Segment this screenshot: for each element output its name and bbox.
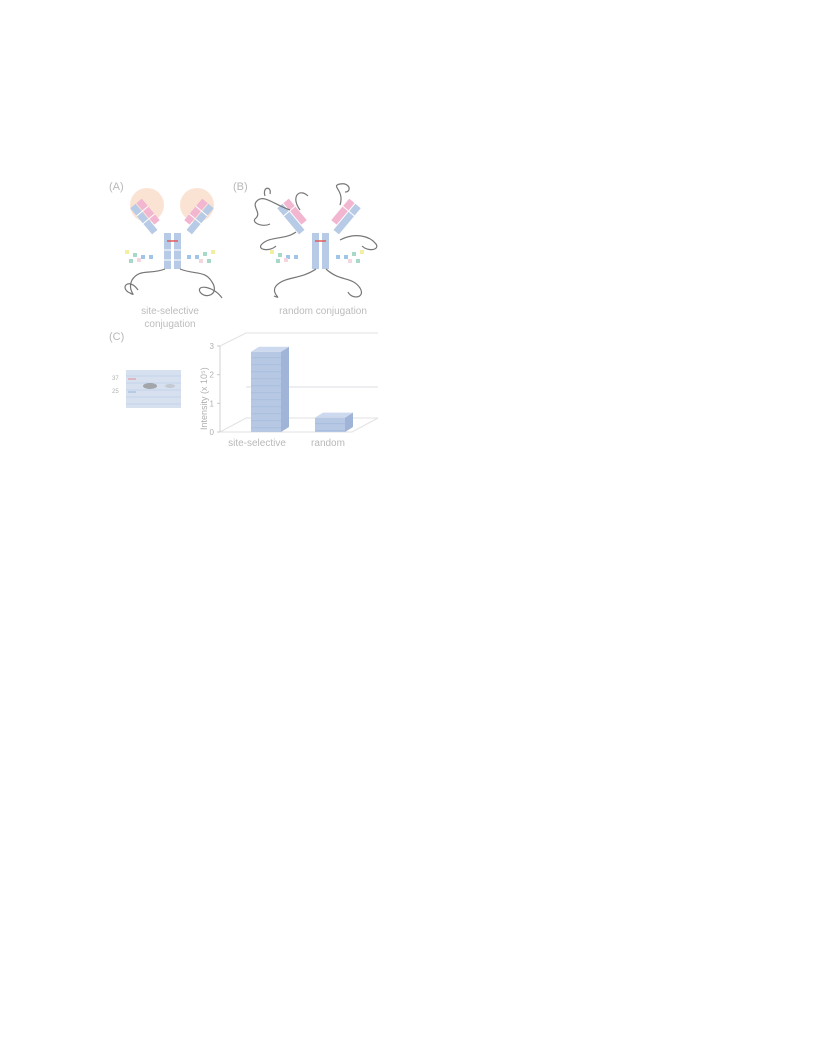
linker-chain-right [179, 268, 223, 299]
bar-side [345, 412, 353, 432]
glycan-left [125, 250, 153, 263]
linker-chain-left [124, 268, 166, 295]
gel-band-faint [165, 384, 175, 388]
fc-left [164, 233, 171, 269]
bar-site-selective [251, 346, 289, 432]
y-axis-label: Intensity (x 10⁵) [199, 367, 209, 430]
y-tick-label: 0 [210, 428, 215, 437]
bars [251, 346, 353, 432]
bar-top [315, 412, 353, 418]
category-label-random: random [311, 438, 345, 449]
bar-front [251, 351, 281, 432]
panel-b-caption: random conjugation [279, 306, 367, 317]
fab-arm-left [130, 198, 160, 235]
gel-image: 37 25 [112, 370, 181, 408]
y-tick-label: 2 [210, 371, 215, 380]
panel-a-label: (A) [109, 181, 124, 193]
bar-side [281, 346, 289, 432]
bar-random [315, 412, 353, 432]
fab-arm-right-b [331, 198, 361, 235]
glycan-left-b [270, 250, 298, 263]
random-linker-chains [253, 183, 378, 298]
fc-left-b [312, 233, 319, 269]
y-tick-label: 3 [210, 342, 215, 351]
panel-a-caption-line2: conjugation [144, 319, 196, 330]
category-label-site-selective: site-selective [228, 438, 286, 449]
panel-b-label: (B) [233, 181, 248, 193]
glycan-right [187, 250, 215, 263]
panel-c-label: (C) [109, 331, 125, 343]
panel-a-caption: site-selective conjugation [120, 305, 220, 331]
bar-top [251, 346, 289, 352]
y-ticks: 0 1 2 3 [210, 342, 220, 437]
gel-marker-bottom: 25 [112, 389, 119, 395]
antibody-random [253, 183, 378, 298]
bar-front [315, 417, 345, 432]
gel-band-main [143, 383, 157, 389]
glycan-right-b [336, 250, 364, 263]
y-tick-label: 1 [210, 399, 215, 408]
gel-marker-top: 37 [112, 376, 119, 382]
chart-floor [219, 417, 379, 433]
bar-chart: 0 1 2 3 Intensity (x 10⁵) site-selective ra… [199, 332, 379, 449]
antibody-site-selective [124, 188, 223, 299]
fc-right-b [322, 233, 329, 269]
fab-arm-right [184, 198, 214, 235]
panel-a-caption-line1: site-selective [141, 306, 199, 317]
chart-back-wall [219, 332, 378, 347]
fc-right [174, 233, 181, 269]
fab-arm-left-b [277, 198, 307, 235]
